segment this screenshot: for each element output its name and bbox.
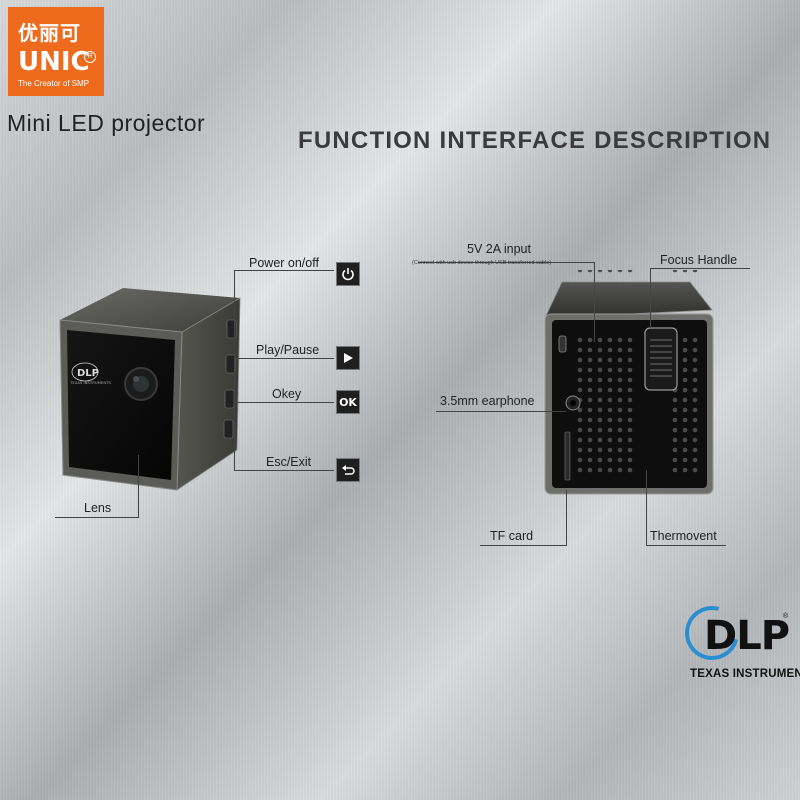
tf-card-slot-icon	[564, 431, 571, 481]
device-dlp-mark: DLP	[77, 368, 99, 379]
projector-back-view	[544, 270, 714, 495]
device-esc-button	[223, 419, 234, 439]
power-icon	[336, 262, 360, 286]
brand-name: UNIC	[18, 47, 90, 77]
device-play-button	[225, 354, 236, 374]
return-icon	[336, 458, 360, 482]
dlp-texas-instruments-logo: DLP ® TEXAS INSTRUMENTS	[675, 596, 800, 683]
esc-exit-label: Esc/Exit	[266, 455, 312, 469]
lens-label: Lens	[84, 501, 112, 515]
play-icon	[336, 346, 360, 370]
product-subtitle: Mini LED projector	[7, 110, 206, 136]
dlp-registered: ®	[782, 613, 788, 620]
tf-card-label: TF card	[490, 529, 534, 543]
usb-port-icon	[558, 335, 567, 353]
usb-input-note: (Connect with usb device through USB tra…	[412, 260, 552, 266]
front-leader-vertical	[234, 270, 235, 470]
play-pause-label: Play/Pause	[256, 343, 320, 357]
device-power-button	[226, 319, 237, 339]
registered-mark: R	[84, 51, 96, 63]
thermovent-label: Thermovent	[650, 529, 717, 543]
projector-front-view: DLP TEXAS INSTRUMENTS	[59, 288, 241, 491]
page-headline: FUNCTION INTERFACE DESCRIPTION	[298, 127, 772, 154]
device-ok-button	[224, 389, 235, 409]
okey-label: Okey	[272, 387, 302, 401]
power-label: Power on/off	[249, 256, 319, 270]
focus-handle-label: Focus Handle	[660, 253, 738, 267]
brand-logo: 优丽可 UNIC R The Creator of SMP	[8, 7, 104, 96]
device-ti-mark: TEXAS INSTRUMENTS	[69, 380, 111, 385]
texas-instruments-name: TEXAS INSTRUMENTS	[690, 668, 800, 680]
brand-chinese-name: 优丽可	[18, 21, 81, 45]
usb-input-label: 5V 2A input	[467, 242, 531, 256]
dlp-mark: DLP	[704, 613, 790, 659]
ok-icon: OK	[336, 390, 360, 414]
brand-tagline: The Creator of SMP	[18, 79, 90, 88]
earphone-label: 3.5mm earphone	[440, 394, 535, 408]
focus-handle-icon	[644, 327, 678, 391]
